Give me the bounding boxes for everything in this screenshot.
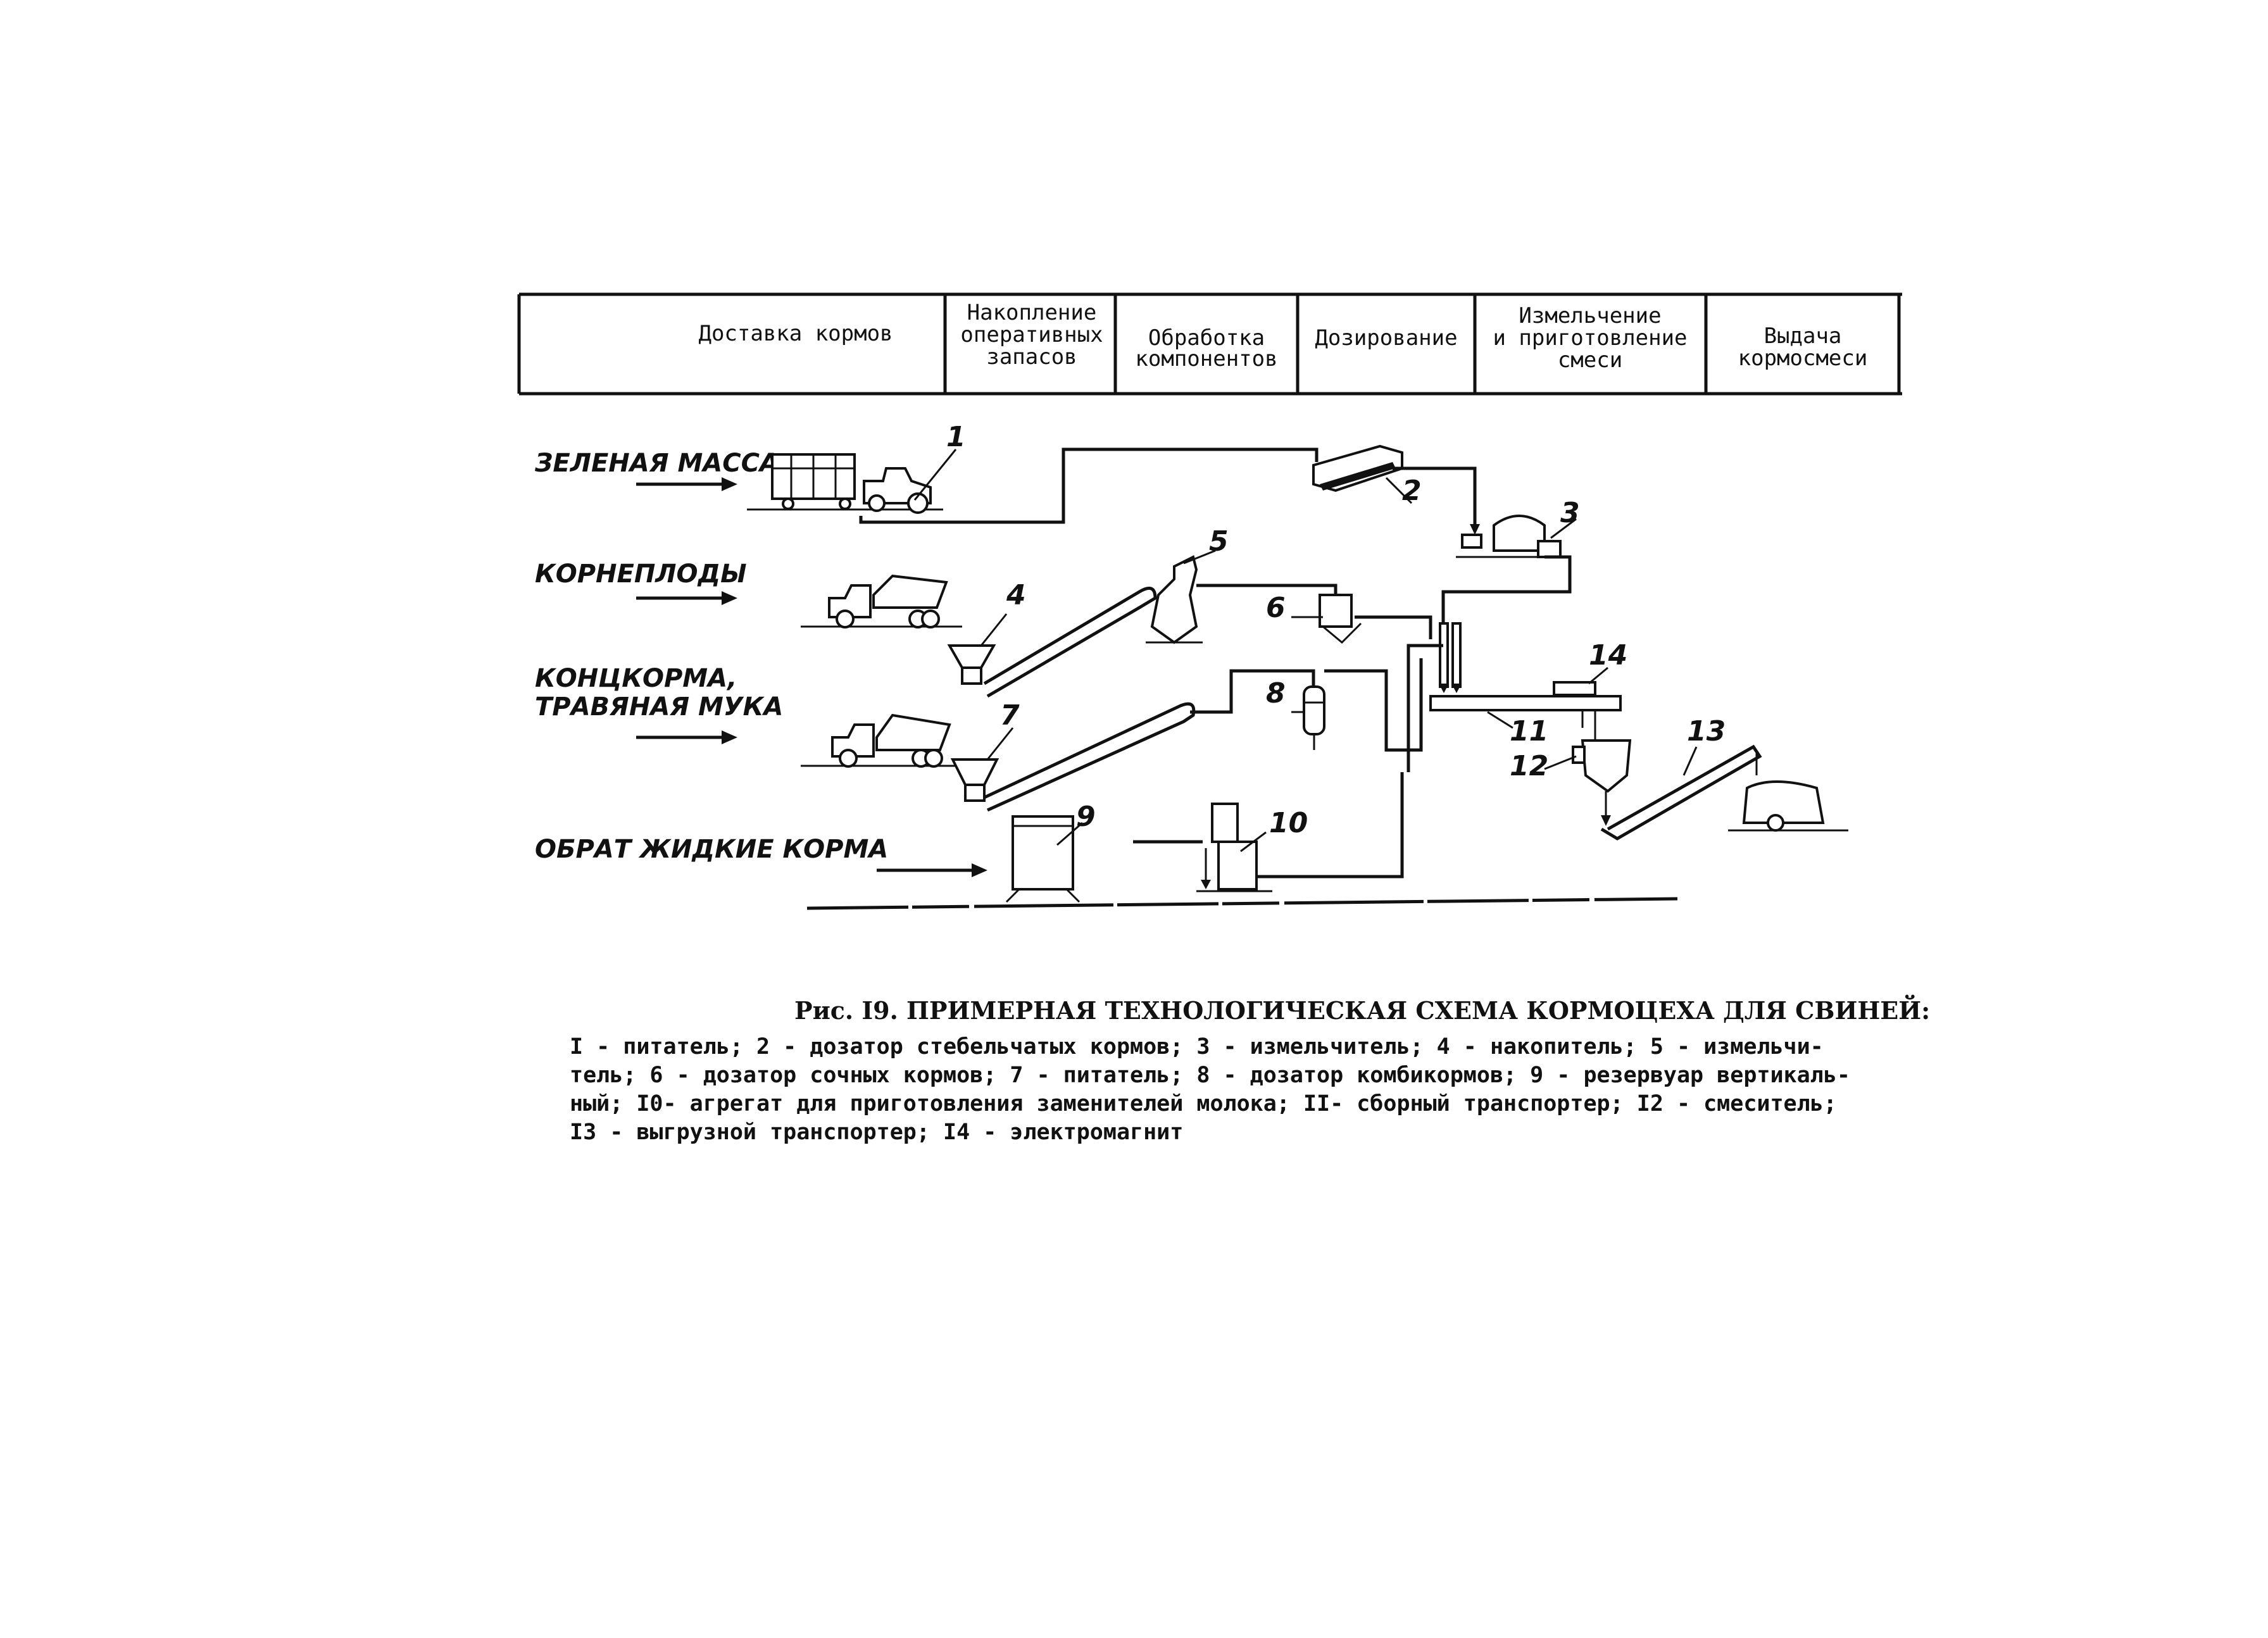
label-6: 6 [1266,592,1286,624]
leader-12 [1544,755,1577,770]
label-1: 1 [946,421,966,453]
feed-trailer-icon [1728,780,1848,832]
label-9: 9 [1076,801,1096,833]
accumulator-icon [947,644,996,685]
leader-3 [1550,518,1577,539]
stage-output-l1: Выдача [1764,323,1842,349]
pipe-collector-left [1407,644,1443,772]
leader-2 [1385,477,1413,504]
dump-truck-concentrates-icon [831,713,951,768]
leader-14 [1588,666,1608,685]
vertical-tank-icon [1005,815,1081,903]
collector-conveyor-icon [1429,622,1622,728]
stage-accumulation-l3: запасов [986,344,1077,370]
label-3: 3 [1560,497,1580,529]
row-green-mass: 1 2 3 [747,421,1580,639]
caption-title: Рис. I9. ПРИМЕРНАЯ ТЕХНОЛОГИЧЕСКАЯ СХЕМА… [794,995,1930,1025]
stage-output-l2: кормосмеси [1738,346,1868,371]
label-13: 13 [1687,715,1726,747]
caption-line-1: I - питатель; 2 - дозатор стебельчатых к… [570,1034,1824,1060]
input-concentrates: КОНЦКОРМА, [535,664,737,693]
label-8: 8 [1266,677,1286,710]
input-grass-meal: ТРАВЯНАЯ МУКА [535,692,783,722]
input-green-mass: ЗЕЛЕНАЯ МАССА [534,449,779,478]
input-roots: КОРНЕПЛОДЫ [535,560,747,589]
stage-mixing-l2: и приготовление [1493,325,1687,351]
figure-caption: Рис. I9. ПРИМЕРНАЯ ТЕХНОЛОГИЧЕСКАЯ СХЕМА… [570,995,1930,1145]
feeder-7-icon [950,758,999,802]
mixer-icon [1572,739,1632,826]
arrow-liquid-icon [877,863,987,877]
unloading-conveyor [1600,744,1762,841]
caption-line-2: тель; 6 - дозатор сочных кормов; 7 - пит… [570,1063,1850,1088]
pipe-8-to-collector [1324,658,1423,752]
label-10: 10 [1269,807,1308,839]
caption-line-3: ный; I0- агрегат для приготовления замен… [570,1091,1837,1116]
label-5: 5 [1209,525,1229,558]
leader-7 [986,727,1014,760]
label-12: 12 [1510,750,1548,782]
stage-accumulation-l1: Накопление [967,300,1097,325]
stage-mixing-l3: смеси [1558,347,1622,373]
pipe-2-to-3 [1393,466,1477,532]
input-labels: ЗЕЛЕНАЯ МАССА КОРНЕПЛОДЫ КОНЦКОРМА, ТРАВ… [534,449,987,877]
stage-delivery: Доставка кормов [698,321,893,346]
tractor-icon [863,467,932,514]
compound-feed-doser-icon [1303,685,1325,750]
leader-13 [1682,746,1698,776]
stage-mixing-l1: Измельчение [1519,303,1661,328]
leader-9 [1056,822,1083,846]
pipe-3-to-collector [1441,555,1572,639]
juicy-feed-doser-icon [1319,594,1362,644]
milk-replacer-unit-icon [1196,803,1272,892]
label-2: 2 [1402,475,1422,507]
dump-truck-roots-icon [828,574,948,628]
conveyor-roots [983,586,1157,698]
arrow-concentrates-icon [636,730,737,744]
pipe-green-to-2 [859,447,1319,524]
pipe-10-to-mixer [1256,772,1404,878]
label-4: 4 [1006,579,1026,611]
stalk-feed-doser-icon [1312,444,1403,492]
arrow-roots-icon [636,591,737,605]
row-concentrates: 7 8 11 14 [801,622,1848,841]
stage-header-table: Доставка кормов Накопление оперативных з… [517,292,1902,396]
stage-processing-l2: компонентов [1135,346,1277,372]
stage-accumulation-l2: оперативных [960,322,1103,347]
leader-4 [980,613,1008,646]
root-chopper-icon [1146,555,1203,644]
electromagnet-icon [1553,681,1596,696]
conveyor-concentrates [983,702,1196,812]
trailer-icon [771,453,856,510]
caption-line-4: I3 - выгрузной транспортер; I4 - электро… [570,1120,1183,1145]
stage-dosing: Дозирование [1315,325,1457,351]
row-root-crops: 4 5 6 [801,525,1432,698]
leader-1 [913,449,957,501]
row-liquid-feed: 9 10 [806,772,1678,910]
input-liquid-feed: ОБРАТ ЖИДКИЕ КОРМА [535,835,888,864]
leader-11 [1487,711,1513,729]
stage-processing-l1: Обработка [1148,325,1265,351]
leader-5 [1183,549,1216,565]
floor-line [806,897,1678,910]
pipe-6-to-collector [1355,615,1432,639]
label-14: 14 [1589,639,1627,672]
label-11: 11 [1510,715,1548,747]
pipe-7-to-8 [1190,669,1315,714]
label-7: 7 [1000,699,1020,732]
leader-10 [1240,831,1267,853]
arrow-green-icon [636,477,737,491]
